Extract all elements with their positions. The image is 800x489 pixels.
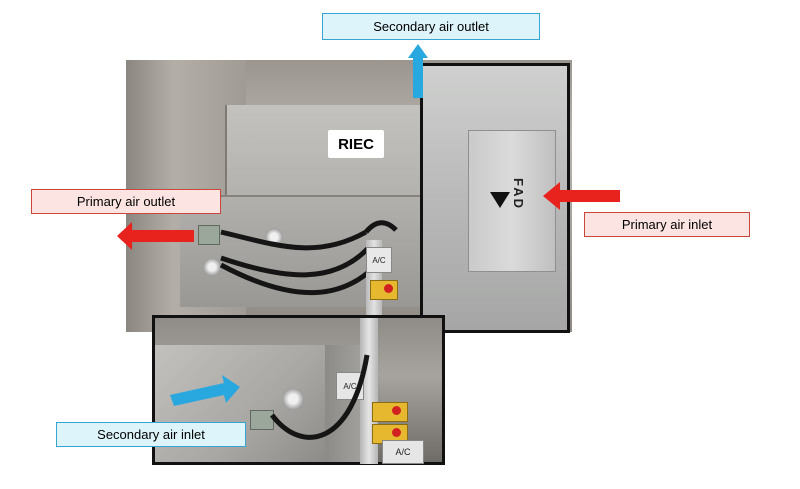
red-button-icon	[384, 284, 393, 293]
ac-junction-box-text: A/C	[372, 255, 386, 265]
inset-cable	[270, 354, 370, 440]
ac-junction-box: A/C	[366, 247, 392, 273]
red-button-icon	[392, 428, 401, 437]
secondary-air-inlet-arrow	[170, 375, 240, 406]
secondary-air-outlet-text: Secondary air outlet	[373, 19, 489, 34]
primary-air-inlet-arrow	[543, 182, 620, 210]
secondary-air-outlet-arrow	[408, 44, 428, 98]
secondary-air-outlet-label: Secondary air outlet	[322, 13, 540, 40]
fad-marking: FAD	[511, 178, 526, 210]
gauge-icon	[282, 388, 304, 410]
gauge-icon	[203, 258, 221, 276]
primary-air-inlet-label: Primary air inlet	[584, 212, 750, 237]
fad-damper-box	[468, 130, 556, 272]
secondary-air-inlet-label: Secondary air inlet	[56, 422, 246, 447]
secondary-air-inlet-text: Secondary air inlet	[97, 427, 205, 442]
inset-ac-box-upper-text: A/C	[343, 381, 357, 391]
red-button-icon	[392, 406, 401, 415]
primary-air-outlet-arrow	[117, 222, 194, 250]
riec-tag-text: RIEC	[338, 135, 374, 153]
triangle-marker-icon	[490, 192, 510, 208]
inset-ac-box-lower-text: A/C	[395, 447, 411, 457]
primary-outlet-connector	[198, 225, 220, 245]
primary-air-inlet-text: Primary air inlet	[621, 217, 713, 232]
riec-tag: RIEC	[328, 130, 384, 158]
primary-air-outlet-label: Primary air outlet	[31, 189, 221, 214]
inset-unit-side	[325, 345, 365, 462]
inset-ac-box-lower: A/C	[382, 440, 424, 464]
primary-air-outlet-text: Primary air outlet	[76, 194, 176, 209]
